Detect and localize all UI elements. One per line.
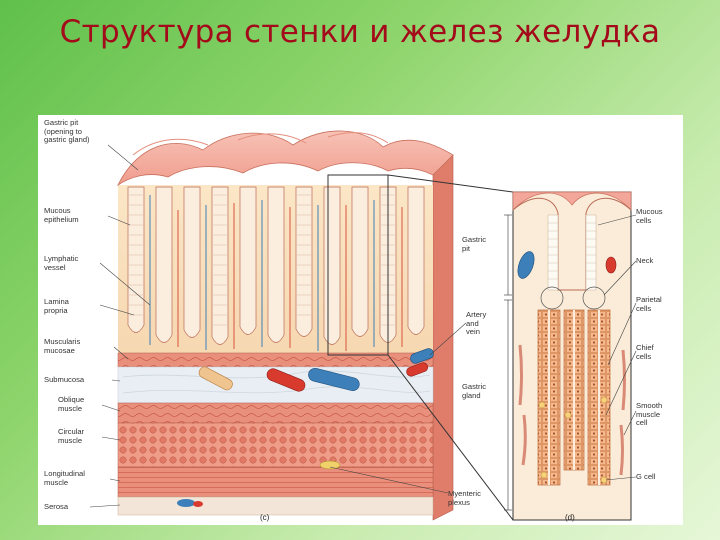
gastric-gland-detail <box>512 191 632 521</box>
leader-lines <box>89 144 467 508</box>
submucosa-vessels <box>198 348 434 392</box>
label-smooth-muscle-cell: Smooth muscle cell <box>636 401 663 428</box>
label-lamina-propria: Lamina propria <box>44 297 69 315</box>
label-myenteric-plexus: Myenteric plexus <box>448 489 481 507</box>
stomach-wall-block <box>116 130 454 521</box>
label-artery-and-vein: Artery and vein <box>466 310 487 337</box>
label-d-gastric-pit: Gastric pit <box>462 235 487 253</box>
slide-title: Структура стенки и желез желудка <box>59 14 661 50</box>
label-oblique-muscle: Oblique muscle <box>58 395 85 413</box>
label-circular-muscle: Circular muscle <box>58 427 85 445</box>
selection-box <box>327 174 389 356</box>
label-lymphatic-vessel: Lymphatic vessel <box>44 254 79 272</box>
label-longitudinal-muscle: Longitudinal muscle <box>44 469 85 487</box>
label-mucous-epithelium: Mucous epithelium <box>44 206 79 224</box>
stomach-wall-illustration <box>89 130 637 521</box>
label-muscularis-mucosae: Muscularis mucosae <box>44 337 81 355</box>
label-d-gastric-gland: Gastric gland <box>462 382 487 400</box>
stomach-wall-figure: Gastric pit (opening to gastric gland) M… <box>38 115 683 525</box>
label-serosa: Serosa <box>44 502 69 511</box>
label-neck: Neck <box>636 256 654 265</box>
label-gastric-pit: Gastric pit (opening to gastric gland) <box>44 118 90 145</box>
label-parietal-cells: Parietal cells <box>636 295 662 313</box>
label-submucosa: Submucosa <box>44 375 85 384</box>
label-g-cell: G cell <box>636 472 656 481</box>
label-chief-cells: Chief cells <box>636 343 654 361</box>
panel-d-tag: (d) <box>565 513 575 522</box>
panel-c-tag: (c) <box>260 513 270 522</box>
label-mucous-cells: Mucous cells <box>636 207 663 225</box>
